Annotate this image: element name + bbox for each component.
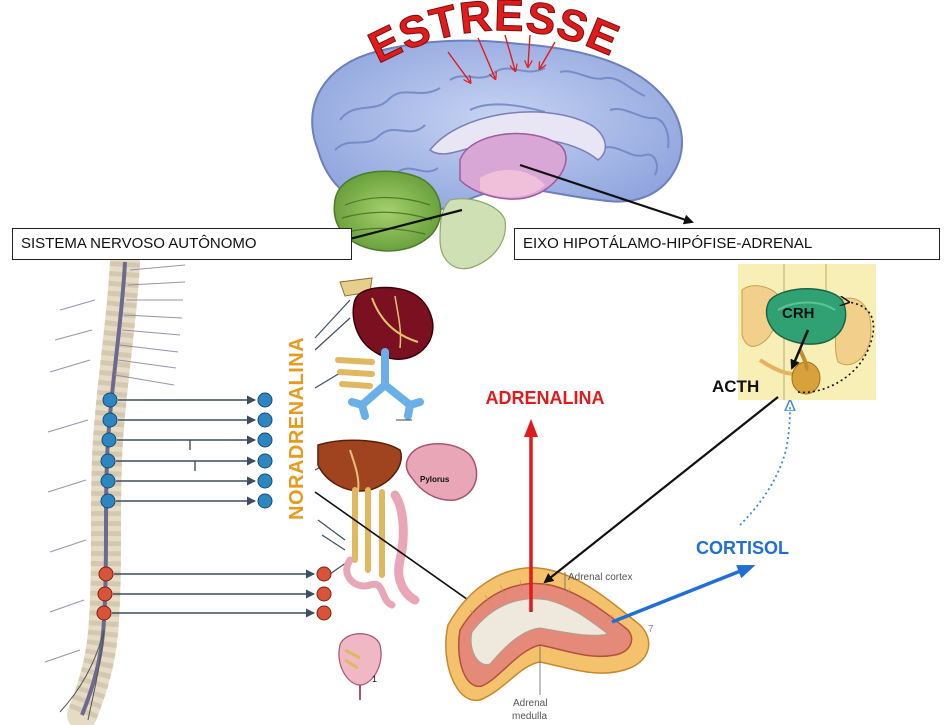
heart-icon (340, 278, 433, 359)
sympathetic-ganglion (258, 393, 272, 407)
adrenalina-label: ADRENALINA (486, 388, 605, 408)
acth-label: ACTH (712, 377, 759, 396)
sympathetic-ganglion (258, 454, 272, 468)
sympathetic-ganglion (258, 494, 272, 508)
sympathetic-spine-node (102, 433, 116, 447)
adrenal-number: 7 (648, 624, 654, 635)
crh-label: CRH (782, 305, 815, 322)
sna-box: SISTEMA NERVOSO AUTÔNOMO (12, 228, 352, 260)
parasympathetic-ganglion (317, 606, 331, 620)
parasympathetic-spine-node (98, 587, 112, 601)
adrenal-medulla-label-2: medulla (512, 711, 547, 722)
liver-icon (318, 440, 401, 492)
adrenal-medulla-label-1: Adrenal (513, 698, 547, 709)
parasympathetic-spine-node (99, 567, 113, 581)
stomach-icon: Pylorus (406, 444, 476, 500)
adrenal-cortex-label: Adrenal cortex (568, 572, 632, 583)
adrenal-gland-illustration: 7 (446, 568, 654, 701)
sympathetic-chain (101, 393, 272, 508)
pylorus-label: Pylorus (420, 475, 450, 484)
sympathetic-ganglion (258, 413, 272, 427)
parasympathetic-ganglion (317, 567, 331, 581)
sympathetic-spine-node (101, 494, 115, 508)
hpa-box: EIXO HIPOTÁLAMO-HIPÓFISE-ADRENAL (514, 228, 940, 260)
sympathetic-spine-node (103, 413, 117, 427)
sympathetic-ganglion (258, 474, 272, 488)
spinal-column (45, 262, 185, 720)
cortisol-feedback-arrow (740, 405, 790, 525)
sympathetic-spine-node (101, 454, 115, 468)
parasympathetic-chain (97, 567, 331, 620)
bladder-icon: 1 (339, 634, 381, 700)
cortisol-label: CORTISOL (696, 538, 789, 558)
sympathetic-spine-node (103, 393, 117, 407)
intestines-icon (347, 490, 415, 605)
sympathetic-spine-node (101, 474, 115, 488)
bronchi-icon (338, 352, 420, 420)
sympathetic-ganglion (258, 433, 272, 447)
noradrenalina-label: NORADRENALINA (286, 337, 308, 520)
figure-number: 1 (372, 674, 377, 684)
parasympathetic-spine-node (97, 606, 111, 620)
parasympathetic-ganglion (317, 587, 331, 601)
